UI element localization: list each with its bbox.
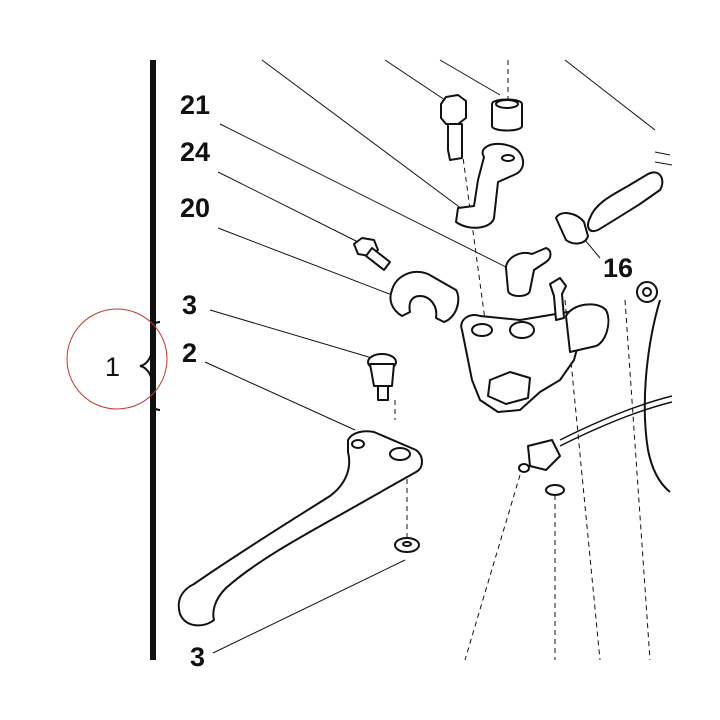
label-1: 1 [105,352,120,382]
lever-hole [351,439,365,449]
brake-lever-2 [177,430,423,627]
right-hose-loop [643,299,671,493]
small-screw-20 [353,237,391,271]
label-2: 2 [182,338,197,368]
top-nut [491,98,523,132]
axis-lower-d [624,299,651,661]
brake-hose [587,151,673,232]
assembly-brace [139,321,161,411]
axis-lower-a [464,474,521,661]
pivot-pin-3-top [367,353,397,401]
leader-line-top-a [261,59,471,216]
label-20: 20 [180,193,210,223]
assembly-axes [394,60,651,661]
assembly-bracket-bar [150,60,156,660]
label-3-bottom: 3 [190,642,205,672]
leader-line-3-bottom [212,559,406,654]
leader-line-2 [204,361,356,431]
leader-line-24 [217,171,361,244]
cable-bracket [527,439,561,471]
label-16: 16 [603,253,633,283]
leader-lines [204,59,656,654]
washer-right [636,281,658,303]
lever-pivot-hole [389,447,411,461]
leader-line-top-c [439,59,501,96]
annotation-circle [66,308,168,410]
washer-3-bottom [394,537,420,553]
leader-line-20 [217,227,393,296]
label-3-top: 3 [182,290,197,320]
brake-cable [559,395,673,447]
master-cylinder-body [460,303,610,413]
small-nut [518,463,530,473]
banjo-fitting-24 [505,247,552,297]
clamp-part-20 [389,271,460,323]
leader-line-3-top [209,309,373,359]
bolt-part-21 [440,94,467,161]
hose-clip-16 [555,212,589,245]
bracket-hole [501,154,515,162]
leader-line-top-b [384,59,446,101]
bent-bracket [455,142,525,229]
label-24: 24 [180,137,210,167]
axis-lower-c [564,299,601,661]
label-21: 21 [180,90,210,120]
screw-right [549,277,567,321]
small-washer [545,484,565,496]
leader-line-top-d [564,59,656,131]
leader-line-21 [219,123,513,271]
axis-bolt-21 [461,149,486,321]
